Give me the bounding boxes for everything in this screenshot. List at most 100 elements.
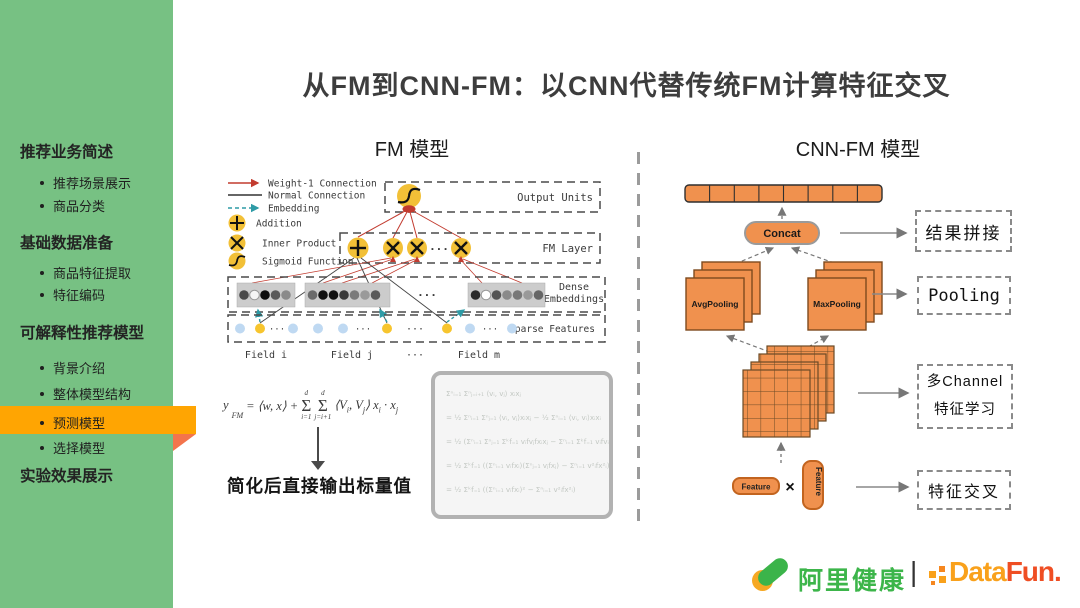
bullet-icon [40, 180, 44, 185]
alihealth-logo-leaf [754, 554, 792, 590]
sidebar-item-overall-structure[interactable]: 整体模型结构 [40, 384, 180, 403]
addition-node [347, 237, 369, 259]
embedding-arrows [255, 308, 466, 323]
sidebar-item-feature-extraction[interactable]: 商品特征提取 [40, 263, 180, 282]
sidebar-section-data-preparation[interactable]: 基础数据准备 [20, 235, 114, 252]
page-title: 从FM到CNN-FM：以CNN代替传统FM计算特征交叉 [302, 71, 951, 101]
sparse-features-label: Sparse Features [509, 324, 595, 335]
sigmoid-node-icon [228, 252, 246, 270]
svg-text:···: ··· [482, 325, 498, 335]
sidebar-item-selection-model[interactable]: 选择模型 [40, 438, 180, 457]
fm-panel-heading: FM 模型 [374, 139, 450, 161]
ellipsis: ··· [429, 243, 449, 256]
formula-lhs-sub: FM [231, 411, 244, 420]
sum-upper: d [321, 389, 325, 397]
sidebar-section-interpretable-model[interactable]: 可解释性推荐模型 [20, 325, 145, 342]
derivation-line: = ½ (Σⁿᵢ₌₁ Σⁿⱼ₌₁ Σᵏf₌₁ vᵢfvⱼfxᵢxⱼ − Σⁿᵢ₌… [446, 437, 613, 446]
ellipsis: ··· [406, 350, 424, 361]
sidebar-item-label: 整体模型结构 [53, 387, 132, 402]
multiply-sign: × [785, 479, 794, 496]
sidebar-item-feature-encoding[interactable]: 特征编码 [40, 285, 180, 304]
sigma: Σ [317, 396, 328, 415]
sidebar-item-product-categories[interactable]: 商品分类 [40, 196, 180, 215]
embedding-strip [467, 282, 546, 308]
alihealth-logo-text: 阿里健康 [798, 567, 907, 595]
dense-embeddings-layer: Dense Embeddings ··· [227, 276, 606, 313]
concat-label: Concat [763, 228, 801, 240]
derivation-line: Σⁿᵢ₌₁ Σⁿⱼ₌ᵢ₊₁ ⟨vᵢ, vⱼ⟩ xᵢxⱼ [446, 389, 521, 398]
bullet-icon [40, 203, 44, 208]
annotation-line: 特征学习 [934, 401, 996, 418]
logo-separator: | [910, 556, 918, 587]
sidebar-item-background[interactable]: 背景介绍 [40, 358, 180, 377]
legend-label: Embedding [268, 204, 319, 215]
fm-model-figure: Weight-1 Connection Normal Connection Em… [227, 179, 606, 361]
sidebar-item-label: 推荐场景展示 [53, 176, 132, 191]
bullet-icon [40, 445, 44, 450]
svg-text:···: ··· [406, 324, 424, 335]
datafun-text-part1: Data [949, 556, 1007, 587]
annotation-multichannel: 多Channel 特征学习 [917, 364, 1013, 429]
bullet-icon [40, 391, 44, 396]
legend-label: Sigmoid Function [262, 257, 354, 268]
sidebar-item-label: 预测模型 [53, 416, 106, 431]
concat-node: Concat [744, 221, 820, 245]
svg-text:···: ··· [269, 325, 285, 335]
feature-label: Feature [814, 467, 823, 496]
feature-pill-vertical: Feature [802, 460, 824, 510]
sidebar-item-label: 商品特征提取 [53, 266, 132, 281]
sidebar-item-prediction-model-active[interactable]: 预测模型 [40, 413, 180, 432]
sidebar: 推荐业务简述 推荐场景展示 商品分类 基础数据准备 商品特征提取 特征编码 可解… [0, 0, 196, 608]
sidebar-item-recommendation-scenes[interactable]: 推荐场景展示 [40, 173, 180, 192]
derivation-line: = ½ Σᵏf₌₁ ((Σⁿᵢ₌₁ vᵢfxᵢ)(Σⁿⱼ₌₁ vⱼfxⱼ) − … [446, 461, 610, 470]
inner-product-node [383, 238, 403, 262]
max-pooling-label: MaxPooling [813, 299, 861, 309]
sidebar-section-experiment-results[interactable]: 实验效果展示 [20, 468, 114, 485]
sum-lower: j=i+1 [314, 413, 332, 421]
field-j-label: Field j [331, 350, 373, 361]
fm-layer: FM Layer ··· [339, 232, 601, 264]
vertical-divider [637, 152, 640, 524]
legend-label: Inner Product [262, 239, 336, 250]
cnn-fm-figure: Concat AvgPooling MaxPooling [684, 184, 910, 510]
derivation-line: = ½ Σⁿᵢ₌₁ Σⁿⱼ₌₁ ⟨vᵢ, vⱼ⟩xᵢxⱼ − ½ Σⁿᵢ₌₁ ⟨… [446, 413, 601, 422]
ellipsis: ··· [417, 289, 437, 302]
simplified-note: 简化后直接输出标量值 [227, 476, 412, 496]
annotation-pooling: Pooling [917, 276, 1011, 315]
embeddings-label: Embeddings [544, 294, 604, 305]
avg-pooling-stack: AvgPooling [685, 261, 761, 331]
field-i-label: Field i [245, 350, 287, 361]
datafun-logo-icon [929, 566, 947, 588]
feature-map-stack [742, 345, 835, 438]
annotation-line: 多Channel [926, 373, 1004, 390]
concat-result-bar [684, 184, 883, 203]
max-pooling-stack: MaxPooling [807, 261, 883, 331]
fm-derivation-callout: Σⁿᵢ₌₁ Σⁿⱼ₌ᵢ₊₁ ⟨vᵢ, vⱼ⟩ xᵢxⱼ = ½ Σⁿᵢ₌₁ Σⁿ… [431, 371, 613, 519]
sidebar-item-label: 特征编码 [53, 288, 106, 303]
output-units-label: Output Units [517, 192, 593, 204]
sidebar-item-label: 背景介绍 [53, 361, 106, 376]
fm-legend: Weight-1 Connection Normal Connection Em… [228, 179, 377, 270]
legend-label: Addition [256, 219, 302, 230]
sidebar-item-label: 商品分类 [53, 199, 106, 214]
addition-node-icon [228, 214, 246, 232]
fm-output-units-layer: Output Units [384, 181, 601, 213]
sparse-feature-circles: ··· ··· ··· ··· [235, 323, 517, 335]
cnn-panel-heading: CNN-FM 模型 [795, 139, 921, 161]
dense-label: Dense [559, 282, 589, 293]
derivation-line: = ½ Σᵏf₌₁ ((Σⁿᵢ₌₁ vᵢfxᵢ)² − Σⁿᵢ₌₁ v²ᵢfx²… [446, 485, 576, 494]
field-m-label: Field m [458, 350, 500, 361]
bullet-icon [40, 292, 44, 297]
field-labels: Field i Field j ··· Field m [245, 350, 500, 361]
down-arrow [317, 427, 319, 462]
sidebar-section-recommendation-overview[interactable]: 推荐业务简述 [20, 144, 114, 161]
sum-lower: i=1 [301, 413, 312, 421]
alihealth-logo-icon [752, 554, 794, 594]
down-arrow-head-icon [311, 461, 325, 470]
datafun-logo-text: DataFun. [949, 556, 1062, 588]
inner-product-node-icon [228, 234, 246, 252]
sum-upper: d [304, 389, 309, 397]
svg-text:···: ··· [355, 325, 371, 335]
fm-layer-label: FM Layer [542, 243, 593, 255]
